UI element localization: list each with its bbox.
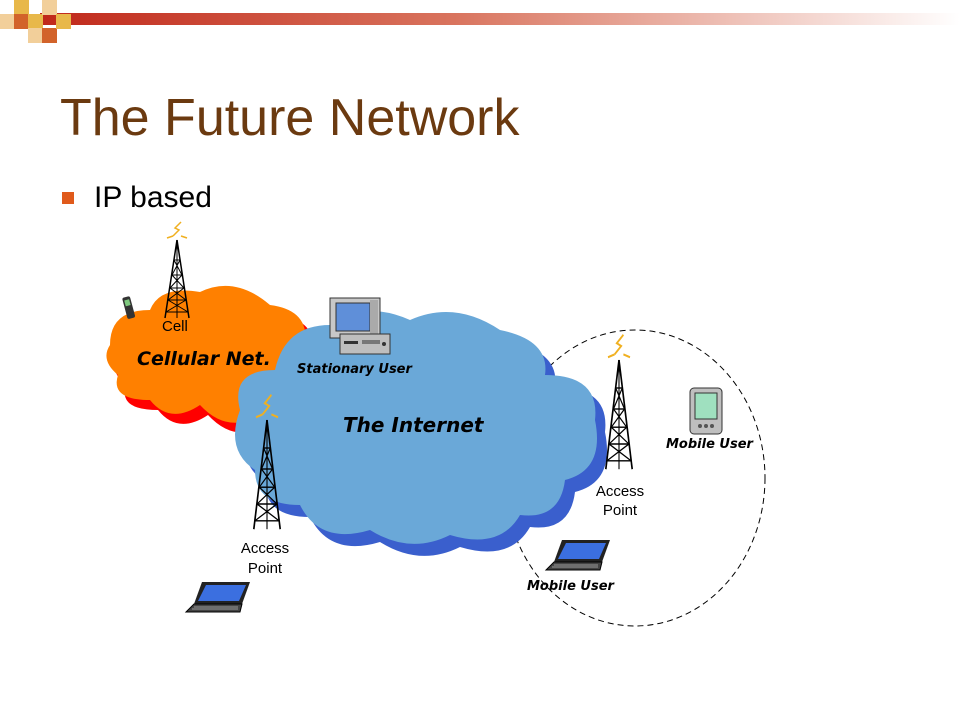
stationary-user-label: Stationary User xyxy=(297,362,414,377)
header-square xyxy=(56,14,71,29)
bullet-item: IP based xyxy=(62,180,212,216)
header-square xyxy=(28,14,43,29)
laptop-icon xyxy=(185,581,251,613)
laptop-icon xyxy=(545,539,611,571)
wireless-coverage-boundary xyxy=(504,329,766,627)
header-square xyxy=(28,28,43,43)
pda-icon xyxy=(689,387,723,435)
internet-cloud xyxy=(235,311,607,556)
header-square xyxy=(14,14,29,29)
header-square xyxy=(14,0,29,15)
access-point-left-label-line2: Point xyxy=(248,560,283,577)
header-square xyxy=(0,14,15,29)
slide-title: The Future Network xyxy=(60,89,520,147)
cell-phone-icon xyxy=(122,296,135,319)
header-gradient-bar xyxy=(40,13,960,25)
desktop-computer-icon xyxy=(329,297,391,355)
header-square xyxy=(42,28,57,43)
cell-label: Cell xyxy=(162,318,188,335)
cellular-network-label: Cellular Net. xyxy=(137,348,271,370)
access-point-right-label-line1: Access xyxy=(596,483,644,500)
header-square xyxy=(42,0,57,15)
internet-label: The Internet xyxy=(343,413,485,437)
mobile-user-pda-label: Mobile User xyxy=(666,437,755,452)
access-point-tower-icon xyxy=(604,333,634,471)
header-decoration xyxy=(0,0,960,43)
access-point-right-label-line2: Point xyxy=(603,502,638,519)
mobile-user-laptop-label: Mobile User xyxy=(527,579,616,594)
bullet-square-icon xyxy=(62,192,74,204)
bullet-text: IP based xyxy=(94,181,212,214)
access-point-left-label-line1: Access xyxy=(241,540,289,557)
